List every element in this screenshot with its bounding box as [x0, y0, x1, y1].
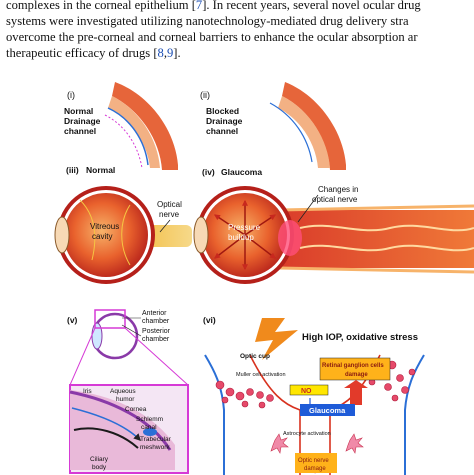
ciliary-label-2: body: [92, 464, 107, 471]
citation-link-7[interactable]: 7: [195, 0, 203, 12]
panel-ii-title-1: Blocked: [206, 106, 239, 116]
sclera-section-blocked: [282, 82, 346, 170]
text-line-1: complexes in the corneal epithelium [7].…: [6, 0, 421, 12]
no-label: NO: [301, 388, 312, 395]
optical-nerve-pointer: [159, 219, 171, 233]
no-box: [289, 384, 329, 396]
optic-cup-label: Optic cup: [240, 353, 270, 360]
schlemm-canal-shape: [143, 428, 157, 436]
panel-iv: (iv) Glaucoma Pressure buildup Changes i…: [193, 167, 474, 284]
panel-i-title-2: Drainage: [64, 116, 101, 126]
panel-i: (i) Normal Drainage channel: [64, 82, 178, 170]
onh-label-2: damage: [304, 466, 326, 472]
vitreous-cavity-normal: [64, 193, 148, 277]
optic-nerve-enlarged: [272, 210, 474, 268]
panel-ii: (ii) Blocked Drainage channel: [200, 82, 346, 170]
panel-v: (v) Anterior chamber Posterior chamber I…: [67, 309, 189, 474]
ciliary-label-1: Ciliary: [90, 456, 109, 463]
changes-label-1: Changes in: [318, 185, 358, 194]
lens-small: [91, 322, 103, 350]
changes-pointer: [297, 194, 319, 223]
vitreous-label-1: Vitreous: [90, 222, 119, 231]
muller-label: Muller cell activation: [236, 372, 286, 378]
stress-title: High IOP, oxidative stress: [302, 332, 418, 343]
body-text: complexes in the corneal epithelium [7].…: [6, 0, 474, 61]
iris-label: Iris: [83, 388, 92, 395]
blocked-channel-line: [269, 102, 313, 163]
nerve-fibers: [299, 244, 474, 252]
drainage-flow-arrow: [107, 107, 149, 166]
schlemm-label-1: Schlemm: [136, 416, 163, 423]
glaucoma-box: [300, 404, 355, 416]
onh-label-1: Optic nerve: [298, 458, 329, 464]
panel-ii-number: (ii): [200, 90, 210, 100]
vitreous-label-2: cavity: [92, 232, 112, 241]
trabecular-label-1: Trabecular: [140, 436, 172, 443]
zoom-connector: [69, 327, 96, 386]
aqueous-label-2: humor: [116, 396, 135, 403]
ciliary-region: [70, 390, 175, 470]
optic-disc-damage: [278, 220, 302, 256]
optical-nerve-label-2: nerve: [159, 210, 180, 219]
panel-vi-number: (vi): [203, 315, 216, 325]
rgc-damage-box: [319, 357, 391, 381]
zoom-box-small: [94, 309, 126, 329]
pressure-label-2: buildup: [228, 233, 254, 242]
changes-label-2: optical nerve: [312, 195, 358, 204]
panel-ii-title-3: channel: [206, 126, 238, 136]
cornea-section-normal: [108, 96, 160, 168]
lightning-bolt-icon: [255, 318, 298, 360]
lens-glaucoma: [193, 216, 209, 254]
aqueous-flow: [71, 407, 142, 442]
zoom-connector: [124, 327, 189, 386]
panel-i-title-1: Normal: [64, 106, 93, 116]
panel-ii-title-2: Drainage: [206, 116, 243, 126]
iris-layer: [73, 427, 139, 449]
citation-link-8[interactable]: 8: [157, 46, 164, 60]
retina-vessel: [121, 204, 131, 266]
schlemm-label-2: canal: [141, 424, 157, 431]
panel-iv-number: (iv): [202, 167, 215, 177]
cornea-label: Cornea: [125, 406, 147, 413]
panel-i-title-3: channel: [64, 126, 96, 136]
panel-iii-number: (iii): [66, 165, 79, 175]
cornea-layer: [69, 390, 172, 451]
rgc-label-2: damage: [345, 372, 368, 378]
up-arrow-icon: [344, 380, 368, 405]
panel-vi: (vi) High IOP, oxidative stress Optic cu…: [203, 315, 425, 475]
panel-iv-title: Glaucoma: [221, 167, 262, 177]
glaucoma-label: Glaucoma: [309, 406, 346, 415]
astrocyte-label: Astrocyte activation: [283, 431, 331, 437]
panel-iii: (iii) Normal Vitreous cavity Optical ner…: [54, 165, 192, 284]
panel-i-number: (i): [67, 90, 75, 100]
ganglion-cells-left: [215, 380, 274, 409]
panel-v-number: (v): [67, 315, 78, 325]
anterior-label-2: chamber: [142, 318, 170, 325]
posterior-pointer: [121, 324, 142, 337]
aqueous-label-1: Aqueous: [110, 388, 136, 395]
trabecular-label-2: meshwork: [140, 444, 170, 451]
flow-path: [104, 114, 143, 169]
posterior-label-1: Posterior: [142, 328, 171, 335]
anterior-label-1: Anterior: [142, 310, 167, 317]
panel-iii-title: Normal: [86, 165, 115, 175]
text-line-3: overcome the pre-corneal and corneal bar…: [6, 30, 418, 44]
optical-nerve-label-1: Optical: [157, 200, 182, 209]
nerve-fibers: [299, 224, 474, 232]
sclera-section-normal: [112, 82, 178, 170]
cornea-section-blocked: [278, 96, 330, 168]
text-line-2: systems were investigated utilizing nano…: [6, 14, 409, 28]
retina-vessel: [79, 199, 96, 261]
pressure-arrows: [214, 199, 276, 271]
optic-nerve-damage-box: [295, 453, 337, 473]
posterior-label-2: chamber: [142, 336, 170, 343]
pressure-label-1: Pressure: [228, 223, 261, 232]
text-line-4: therapeutic efficacy of drugs [8,9].: [6, 46, 181, 60]
nerve-sheath: [279, 204, 474, 274]
citation-link-9[interactable]: 9: [166, 46, 174, 60]
lens-normal: [54, 216, 70, 254]
rgc-label-1: Retinal ganglion cells: [322, 363, 384, 369]
